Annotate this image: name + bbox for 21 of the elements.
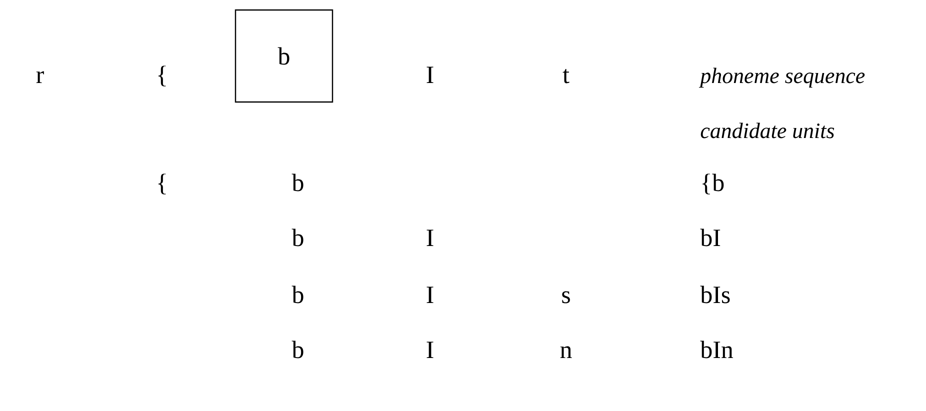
phoneme-symbol: I [426,230,434,246]
unit-label: {b [702,174,724,194]
highlighted-phoneme-box: b [234,9,334,103]
phoneme-symbol: I [426,342,434,358]
column-heading: phoneme sequence [698,68,865,88]
unit-label: bIs [700,286,730,304]
phoneme-symbol: I [426,66,434,83]
phoneme-symbol: b [292,174,304,192]
phoneme-symbol: t [562,68,570,84]
phoneme-symbol: s [562,291,570,304]
phoneme-symbol: { [158,174,166,194]
unit-label: bIn [700,340,734,358]
phoneme-symbol: r [36,71,44,83]
phoneme-symbol: b [292,286,304,304]
phoneme-symbol: b [292,340,304,358]
column-heading: candidate units [700,122,834,138]
phoneme-symbol: n [560,346,572,358]
phoneme-symbol: { [158,66,166,86]
phoneme-symbol: b [292,228,304,246]
phoneme-symbol: I [426,286,434,303]
unit-label: bI [700,228,720,246]
